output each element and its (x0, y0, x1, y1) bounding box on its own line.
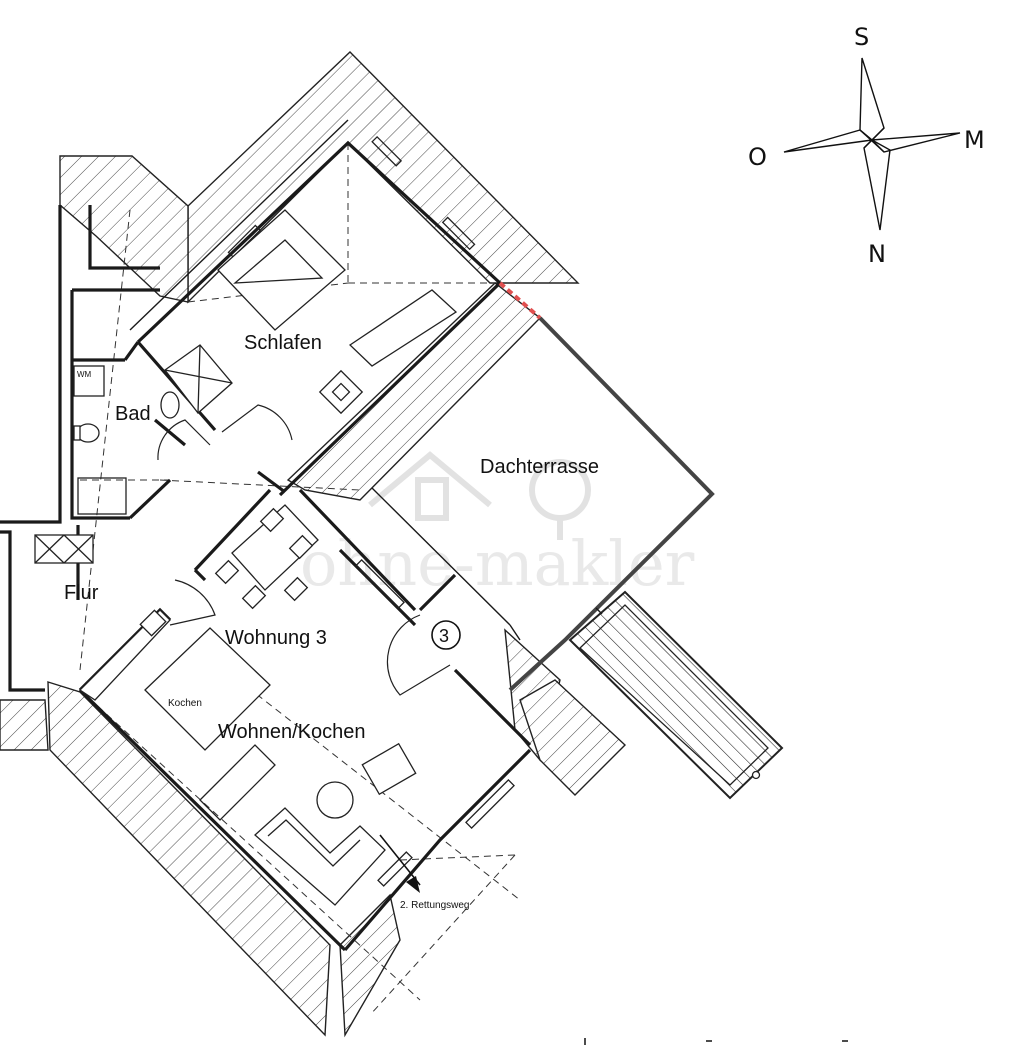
unit-number: 3 (439, 626, 449, 646)
windows (227, 135, 515, 887)
compass-rose: S M O N (748, 23, 985, 268)
dining-set (214, 504, 319, 610)
compass-label-right: M (964, 126, 985, 154)
shoe-cabinet (34, 534, 94, 564)
door-wohnung (386, 614, 451, 696)
washing-machine (73, 365, 105, 397)
label-wohnen-kochen: Wohnen/Kochen (218, 721, 366, 743)
door-flur (169, 579, 216, 626)
label-flur: Flur (64, 582, 99, 604)
exterior-stair (568, 590, 784, 800)
armchair (361, 742, 417, 796)
tv-unit (199, 744, 276, 821)
label-schlafen: Schlafen (244, 332, 322, 354)
kitchen-island (144, 627, 271, 751)
watermark-text: ohne-makler (300, 527, 695, 600)
label-dachterrasse: Dachterrasse (480, 456, 599, 478)
roof-slope-south-tip (339, 893, 401, 1038)
coffee-table (316, 781, 354, 819)
living-furniture (199, 742, 417, 906)
label-wohnung: Wohnung 3 (225, 627, 327, 649)
bathroom-fixtures: WM (73, 365, 180, 515)
doors (157, 404, 451, 696)
door-bad (157, 419, 211, 461)
roof-slope-lower-left (0, 699, 49, 751)
roof-slope-east (519, 679, 627, 796)
label-kochen: Kochen (168, 698, 202, 709)
sink (160, 391, 180, 419)
roof-slope-northwest (59, 155, 189, 303)
label-escape-route: 2. Rettungsweg (400, 900, 470, 911)
door-schlafen (221, 404, 293, 441)
bathtub (77, 477, 127, 515)
wardrobe (348, 289, 458, 367)
sofa (254, 807, 386, 906)
bed (217, 209, 346, 331)
bedroom-furniture (164, 209, 458, 415)
compass-label-left: O (748, 143, 767, 171)
dashed-outlines (79, 143, 521, 1016)
compass-label-top: S (854, 23, 869, 51)
room-labels: Schlafen Bad Dachterrasse Flur Wohnung 3… (64, 332, 599, 911)
compass-label-bottom: N (868, 240, 886, 268)
escape-route-arrow (379, 834, 421, 893)
label-bad: Bad (115, 403, 151, 425)
watermark-house-icon (368, 451, 591, 540)
flur-fixtures (34, 534, 94, 564)
walls (0, 119, 715, 952)
cropped-marks (584, 1038, 848, 1045)
roof-slope-southwest (47, 681, 331, 1037)
kitchen (78, 609, 271, 751)
wm-label: WM (77, 370, 92, 379)
unit-marker: 3 (431, 620, 461, 650)
compass-star-icon (783, 57, 961, 231)
